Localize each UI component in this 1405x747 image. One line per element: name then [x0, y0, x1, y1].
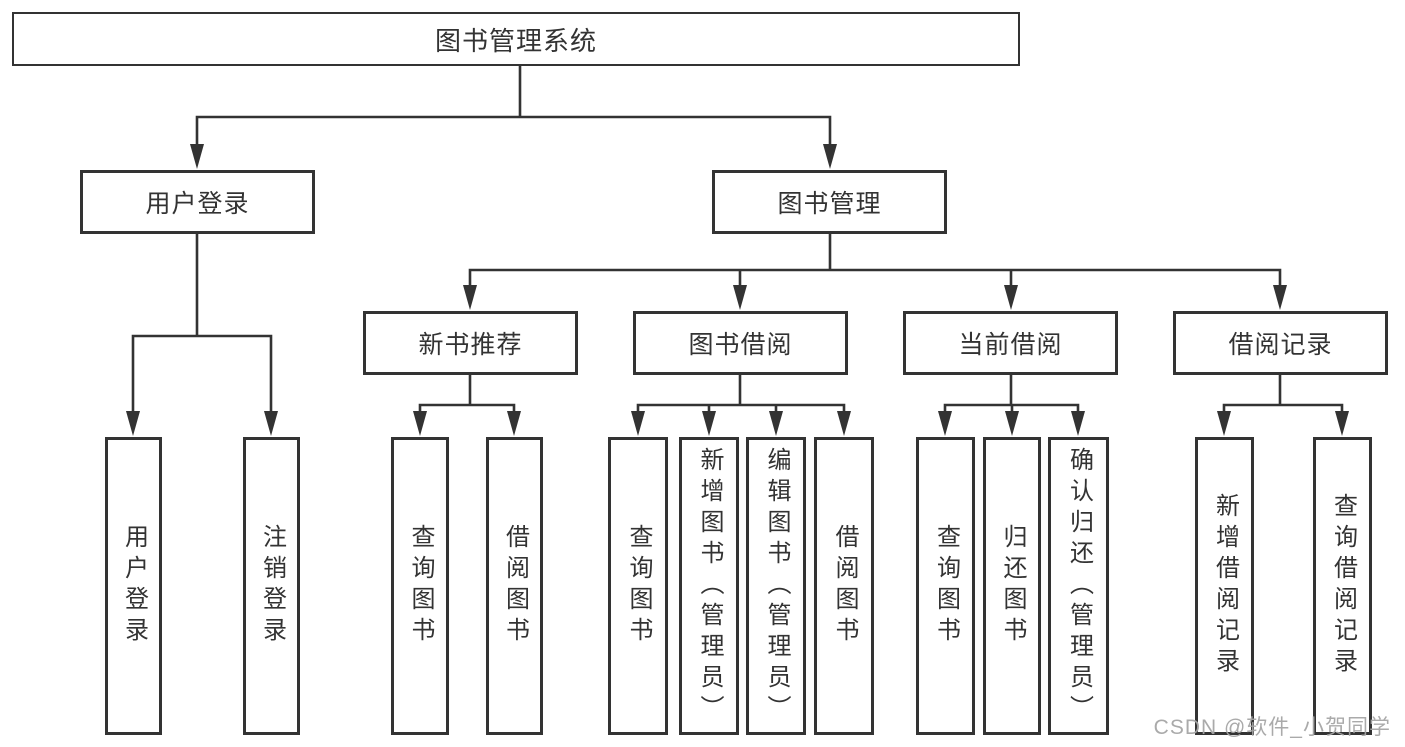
leaf-add-borrow-record: 新增借阅记录 — [1195, 437, 1254, 735]
leaf-query-books-recommend: 查询图书 — [391, 437, 449, 735]
node-borrowing-records-label: 借阅记录 — [1228, 331, 1333, 359]
leaf-add-book-admin-label: 新增图书（管理员） — [696, 446, 723, 726]
node-library-system-label: 图书管理系统 — [434, 25, 597, 56]
leaf-edit-book-admin: 编辑图书（管理员） — [746, 437, 806, 735]
leaf-user-login-label: 用户登录 — [120, 524, 148, 648]
leaf-add-book-admin: 新增图书（管理员） — [679, 437, 739, 735]
leaf-query-books-borrowing: 查询图书 — [608, 437, 668, 735]
node-library-system: 图书管理系统 — [12, 12, 1020, 66]
node-borrowing-records: 借阅记录 — [1173, 311, 1388, 375]
leaf-user-login: 用户登录 — [105, 437, 162, 735]
node-user-login-label: 用户登录 — [145, 190, 250, 218]
leaf-return-book: 归还图书 — [983, 437, 1041, 735]
node-book-management-label: 图书管理 — [777, 190, 882, 218]
node-book-borrowing: 图书借阅 — [633, 311, 848, 375]
node-current-borrowing: 当前借阅 — [903, 311, 1118, 375]
node-new-book-recommend: 新书推荐 — [363, 311, 578, 375]
leaf-logout: 注销登录 — [243, 437, 300, 735]
leaf-query-books-recommend-label: 查询图书 — [407, 524, 434, 648]
leaf-confirm-return-admin-label: 确认归还（管理员） — [1065, 446, 1093, 726]
leaf-query-books-current: 查询图书 — [916, 437, 975, 735]
leaf-return-book-label: 归还图书 — [999, 524, 1026, 648]
leaf-add-borrow-record-label: 新增借阅记录 — [1211, 493, 1239, 679]
leaf-confirm-return-admin: 确认归还（管理员） — [1048, 437, 1109, 735]
node-book-management: 图书管理 — [712, 170, 947, 234]
node-current-borrowing-label: 当前借阅 — [958, 331, 1063, 359]
leaf-query-borrow-record: 查询借阅记录 — [1313, 437, 1372, 735]
leaf-logout-label: 注销登录 — [258, 524, 286, 648]
csdn-watermark: CSDN @软件_小贺同学 — [1153, 716, 1391, 739]
node-book-borrowing-label: 图书借阅 — [688, 331, 793, 359]
leaf-borrow-books-recommend-label: 借阅图书 — [501, 524, 529, 648]
node-user-login: 用户登录 — [80, 170, 315, 234]
leaf-borrow-books-borrowing-label: 借阅图书 — [831, 524, 858, 648]
leaf-borrow-books-borrowing: 借阅图书 — [814, 437, 874, 735]
node-new-book-recommend-label: 新书推荐 — [418, 331, 523, 359]
leaf-borrow-books-recommend: 借阅图书 — [486, 437, 543, 735]
leaf-edit-book-admin-label: 编辑图书（管理员） — [763, 446, 790, 726]
leaf-query-borrow-record-label: 查询借阅记录 — [1329, 493, 1357, 679]
leaf-query-books-borrowing-label: 查询图书 — [625, 524, 652, 648]
leaf-query-books-current-label: 查询图书 — [932, 524, 960, 648]
